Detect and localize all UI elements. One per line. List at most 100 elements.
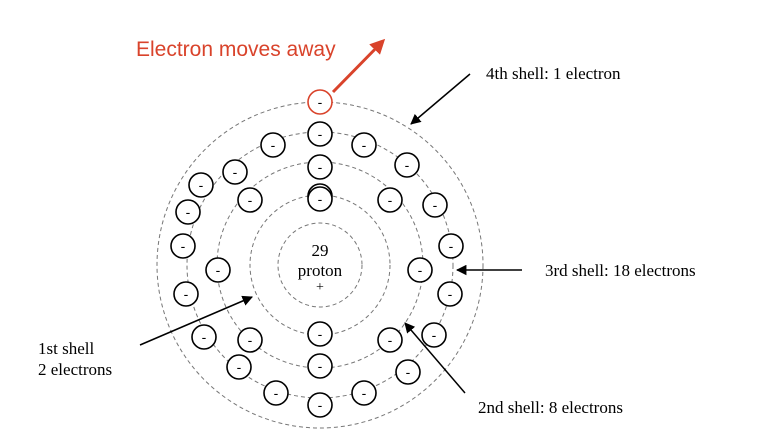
electron-charge: - (318, 126, 323, 142)
electron-shell-3: - (351, 132, 377, 158)
electron-shell-1: - (307, 321, 333, 347)
electron-circle (191, 324, 217, 350)
electron-charge: - (432, 327, 437, 343)
electron-charge: - (233, 164, 238, 180)
electron-circle (395, 359, 421, 385)
shell-1-label-line2: 2 electrons (38, 360, 112, 379)
electron-circle (307, 154, 333, 180)
electron-charge: - (237, 359, 242, 375)
electron-charge: - (248, 192, 253, 208)
electron-shell-2: - (307, 154, 333, 180)
electron-shell-3: - (263, 380, 289, 406)
electron-circle (422, 192, 448, 218)
electron-circle (263, 380, 289, 406)
electron-moves-away-label: Electron moves away (136, 38, 336, 61)
electron-charge: - (362, 385, 367, 401)
electron-shell-3: - (438, 233, 464, 259)
electron-shell-3: - (260, 132, 286, 158)
shell-2-label: 2nd shell: 8 electrons (478, 398, 623, 417)
electron-shell-3: - (170, 233, 196, 259)
electron-charge: - (449, 238, 454, 254)
electron-circle (237, 327, 263, 353)
electron-circle (351, 132, 377, 158)
electron-charge: - (271, 137, 276, 153)
electron-shell-3: - (175, 199, 201, 225)
electron-circle (173, 281, 199, 307)
electron-circle (437, 281, 463, 307)
electron-shell-3: - (222, 159, 248, 185)
electron-circle (237, 187, 263, 213)
electron-circle (421, 322, 447, 348)
electron-charge: - (388, 192, 393, 208)
shell-3-label: 3rd shell: 18 electrons (545, 261, 696, 280)
electron-charge: - (418, 262, 423, 278)
electron-shell-3: - (307, 392, 333, 418)
electron-charge: - (216, 262, 221, 278)
electron-shell-2: - (377, 187, 403, 213)
electron-charge: - (318, 358, 323, 374)
electron-charge: - (181, 238, 186, 254)
electron-circle (307, 392, 333, 418)
shell-4-label: 4th shell: 1 electron (486, 64, 621, 83)
electron-charge: - (274, 385, 279, 401)
electron-charge: - (318, 94, 323, 110)
electron-escape-arrow (331, 38, 386, 94)
electron-shell-3: - (188, 172, 214, 198)
electron-charge: - (433, 197, 438, 213)
electron-charge: - (318, 397, 323, 413)
electron-shell-3: - (394, 152, 420, 178)
electron-circle (377, 187, 403, 213)
electron-shell-2: - (407, 257, 433, 283)
electron-circle (394, 152, 420, 178)
electron-circle (226, 354, 252, 380)
electron-shell-2: - (377, 327, 403, 353)
electron-shell-3: - (421, 322, 447, 348)
electron-charge: - (318, 159, 323, 175)
electron-charge: - (362, 137, 367, 153)
electron-charge: - (199, 177, 204, 193)
shell-2-pointer (404, 322, 466, 394)
electron-charge: - (448, 286, 453, 302)
electron-circle (222, 159, 248, 185)
proton-charge: + (316, 280, 324, 295)
electron-shell-3: - (173, 281, 199, 307)
electron-circle (188, 172, 214, 198)
electron-shell-3: - (422, 192, 448, 218)
shell-4-orbit (156, 101, 484, 429)
electron-charge: - (318, 191, 323, 207)
electron-circle (438, 233, 464, 259)
electron-charge: - (202, 329, 207, 345)
proton-count: 29 (312, 241, 329, 260)
nucleus: 29 proton + (298, 241, 343, 295)
shell-4-pointer (410, 73, 471, 125)
electron-shell-2: - (205, 257, 231, 283)
electron-circle (307, 121, 333, 147)
proton-label: proton (298, 261, 343, 280)
electron-circle (307, 89, 333, 115)
electron-shell-2: - (237, 327, 263, 353)
electron-shell-3: - (395, 359, 421, 385)
electrons: ------------------------------- (170, 89, 464, 418)
electron-circle (351, 380, 377, 406)
electron-shell-3: - (351, 380, 377, 406)
electron-shell-2: - (307, 353, 333, 379)
nucleus-orbit (277, 222, 363, 308)
electron-shell-3: - (437, 281, 463, 307)
escaping-electron: - (307, 89, 333, 115)
electron-shell-2: - (307, 186, 333, 212)
electron-circle (377, 327, 403, 353)
electron-shell-3: - (307, 121, 333, 147)
electron-circle (307, 353, 333, 379)
electron-circle (307, 186, 333, 212)
electron-charge: - (318, 326, 323, 342)
electron-circle (260, 132, 286, 158)
electron-charge: - (406, 364, 411, 380)
shell-1-label-line1: 1st shell (38, 339, 94, 358)
shell-1-pointer (139, 295, 253, 346)
electron-circle (175, 199, 201, 225)
electron-charge: - (248, 332, 253, 348)
electron-circle (170, 233, 196, 259)
electron-circle (205, 257, 231, 283)
electron-circle (407, 257, 433, 283)
